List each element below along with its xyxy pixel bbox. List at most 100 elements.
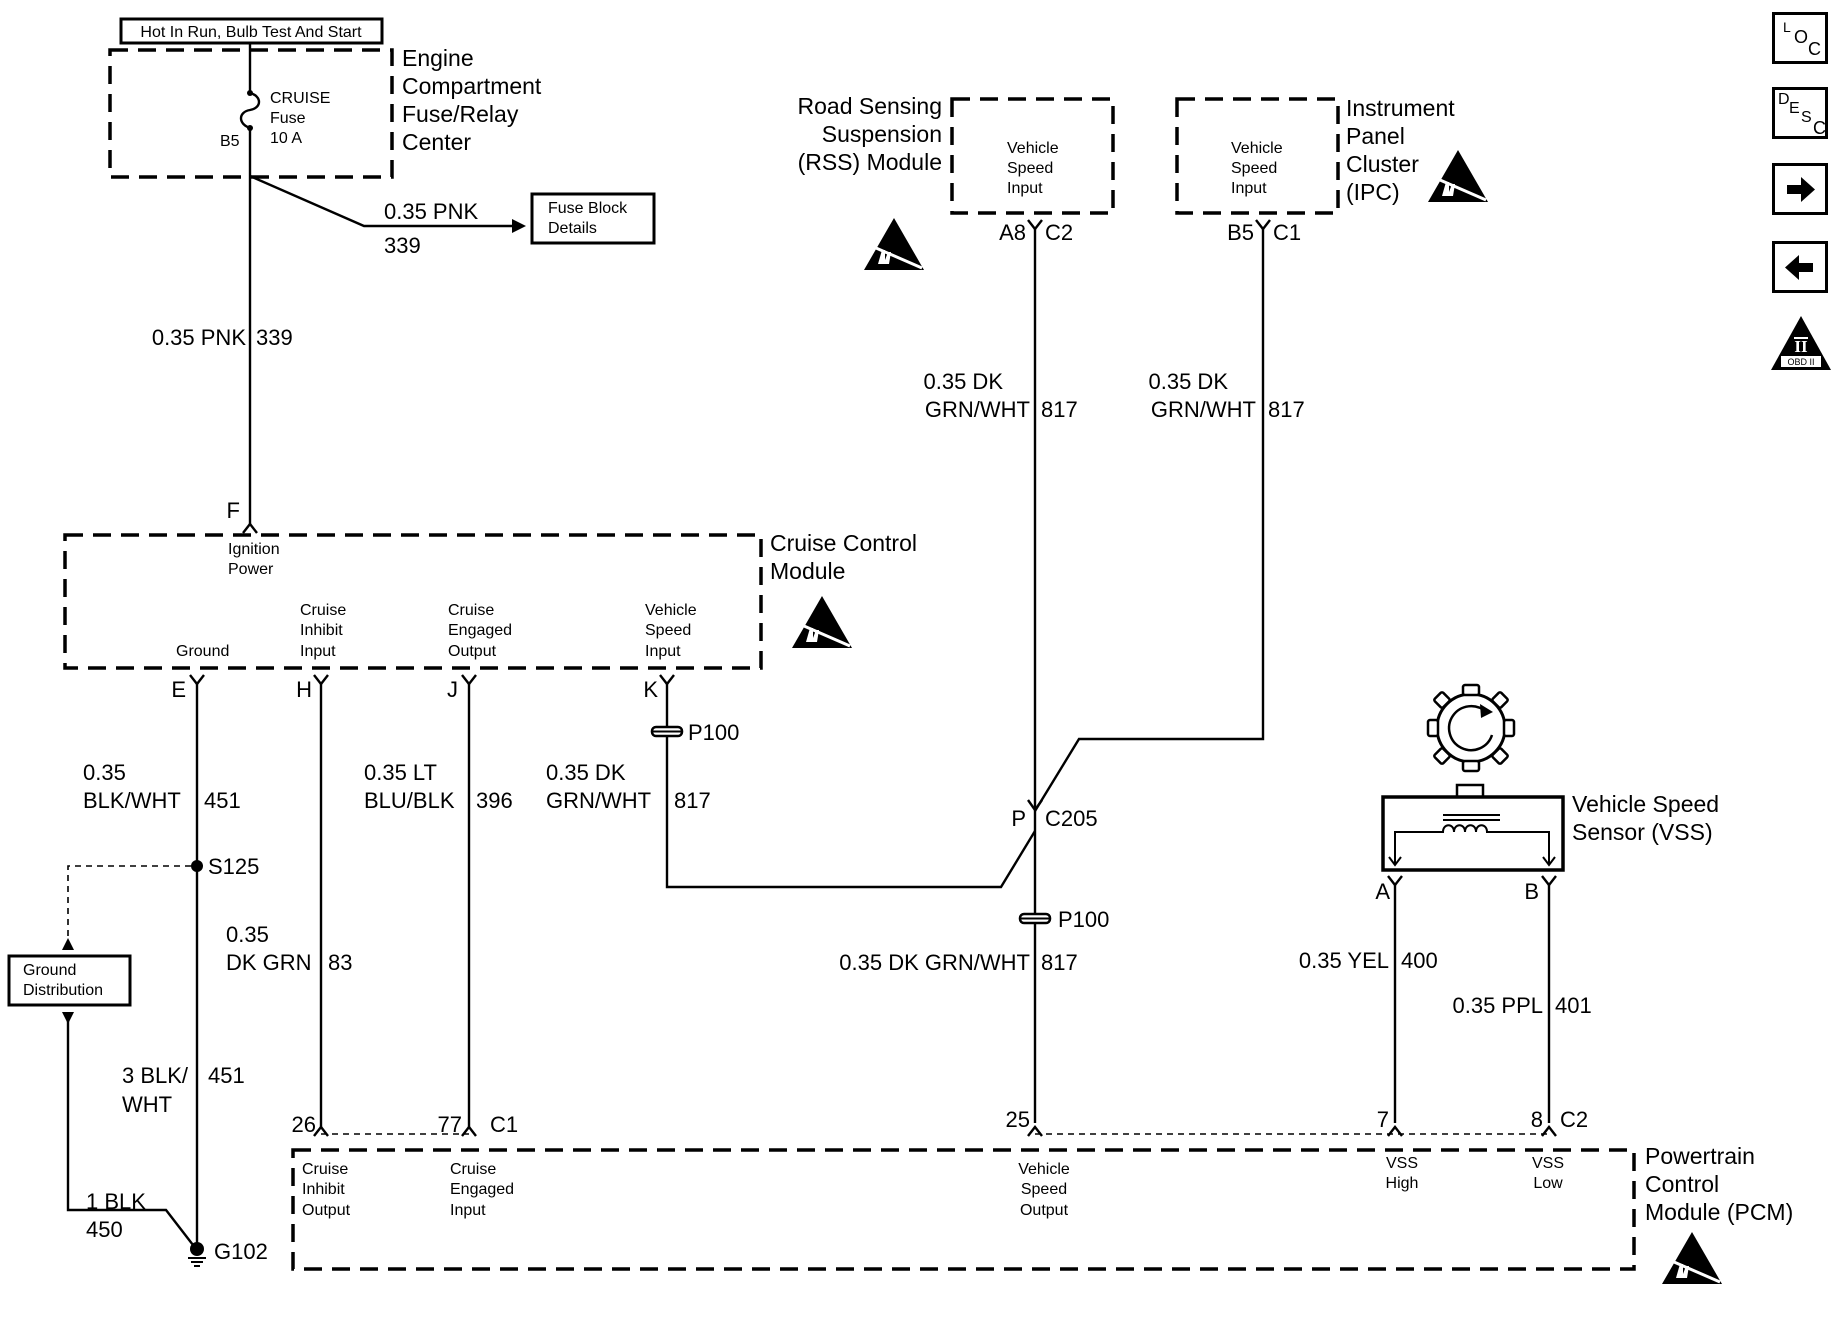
wire-450 — [66, 1020, 194, 1246]
fuse-block-details-link[interactable]: Fuse Block Details — [530, 192, 656, 245]
svg-text:GRN/WHT: GRN/WHT — [1151, 397, 1256, 422]
svg-text:Input: Input — [645, 643, 681, 660]
svg-text:Sensor (VSS): Sensor (VSS) — [1572, 819, 1713, 845]
svg-text:817: 817 — [674, 788, 711, 813]
svg-text:S125: S125 — [208, 854, 259, 879]
svg-text:Cruise: Cruise — [448, 602, 494, 619]
location-button[interactable]: L O C — [1772, 12, 1828, 64]
svg-text:(IPC): (IPC) — [1346, 179, 1400, 205]
rss-module-title: Road Sensing Suspension (RSS) Module — [798, 93, 943, 175]
svg-text:Output: Output — [448, 643, 497, 660]
pcm-title: Powertrain Control Module (PCM) — [1645, 1143, 1793, 1225]
svg-text:Panel: Panel — [1346, 123, 1405, 149]
wire-339-branch-circuit: 339 — [384, 233, 421, 258]
fuse-pin-b5: B5 — [220, 133, 240, 150]
wire-339-spec: 0.35 PNK — [152, 325, 246, 350]
svg-text:Control: Control — [1645, 1171, 1719, 1197]
previous-page-button[interactable] — [1772, 241, 1828, 293]
svg-text:Engine: Engine — [402, 45, 474, 71]
svg-text:Output: Output — [1020, 1202, 1069, 1219]
svg-text:E: E — [171, 677, 186, 702]
svg-text:C205: C205 — [1045, 806, 1098, 831]
svg-text:0.35 DK GRN/WHT: 0.35 DK GRN/WHT — [839, 950, 1030, 975]
svg-text:Cluster: Cluster — [1346, 151, 1419, 177]
svg-text:Ground: Ground — [176, 643, 229, 660]
svg-text:Input: Input — [1231, 180, 1267, 197]
pin-f-label: F — [227, 498, 240, 523]
obd-ii-badge[interactable]: II OBD II — [1771, 316, 1831, 370]
pin-b5-connector — [1255, 219, 1271, 231]
svg-text:BLU/BLK: BLU/BLK — [364, 788, 455, 813]
inline-connector-p100-upper — [650, 725, 684, 738]
svg-text:Output: Output — [302, 1202, 351, 1219]
svg-text:Distribution: Distribution — [23, 982, 103, 999]
svg-text:C2: C2 — [1045, 220, 1073, 245]
arrow-up-icon — [62, 938, 74, 950]
svg-text:BLK/WHT: BLK/WHT — [83, 788, 181, 813]
svg-text:Vehicle: Vehicle — [1018, 1161, 1070, 1178]
ipc-outline — [1175, 97, 1340, 215]
svg-text:Power: Power — [228, 561, 274, 578]
svg-text:Fuse Block: Fuse Block — [548, 200, 628, 217]
svg-text:II: II — [1794, 337, 1808, 356]
svg-text:8: 8 — [1531, 1107, 1543, 1132]
svg-text:Compartment: Compartment — [402, 73, 542, 99]
svg-text:VSS: VSS — [1532, 1155, 1564, 1172]
wire-339-circuit: 339 — [256, 325, 293, 350]
svg-text:Center: Center — [402, 129, 471, 155]
svg-text:A: A — [1375, 879, 1390, 904]
svg-text:Fuse/Relay: Fuse/Relay — [402, 101, 519, 127]
pin-j-connector: J — [447, 674, 477, 702]
svg-text:83: 83 — [328, 950, 352, 975]
svg-text:Module (PCM): Module (PCM) — [1645, 1199, 1793, 1225]
svg-text:P100: P100 — [1058, 907, 1109, 932]
ipc-title: Instrument Panel Cluster (IPC) — [1346, 95, 1455, 205]
svg-text:P: P — [1011, 806, 1026, 831]
svg-text:7: 7 — [1377, 1107, 1389, 1132]
svg-text:Road Sensing: Road Sensing — [798, 93, 943, 119]
svg-text:25: 25 — [1006, 1107, 1030, 1132]
svg-text:401: 401 — [1555, 993, 1592, 1018]
connector-c205 — [1027, 799, 1043, 813]
description-button[interactable]: D E S C — [1772, 87, 1828, 139]
svg-text:Module: Module — [770, 558, 845, 584]
svg-text:B5: B5 — [1227, 220, 1254, 245]
inline-connector-p100-lower — [1018, 912, 1052, 925]
svg-text:26: 26 — [292, 1112, 316, 1137]
svg-text:817: 817 — [1268, 397, 1305, 422]
pcm-pin-25: 25 — [1006, 1107, 1043, 1137]
fuse-center-title: Engine Compartment Fuse/Relay Center — [402, 45, 542, 155]
ground-distribution-link[interactable]: Ground Distribution — [7, 954, 132, 1007]
svg-text:Cruise: Cruise — [450, 1161, 496, 1178]
pin-a-connector — [1387, 875, 1403, 887]
svg-text:Engaged: Engaged — [448, 622, 512, 639]
pcm-pin-7: 7 — [1377, 1107, 1403, 1137]
obd-ii-icon: II OBD II — [1771, 316, 1831, 370]
svg-text:0.35 DK: 0.35 DK — [1149, 369, 1229, 394]
splice-s125 — [191, 860, 203, 872]
power-source-label: Hot In Run, Bulb Test And Start — [140, 24, 362, 41]
svg-text:Ignition: Ignition — [228, 541, 280, 558]
svg-text:0.35 DK: 0.35 DK — [924, 369, 1004, 394]
svg-text:GRN/WHT: GRN/WHT — [925, 397, 1030, 422]
svg-text:396: 396 — [476, 788, 513, 813]
svg-text:1 BLK: 1 BLK — [86, 1189, 146, 1214]
esd-warning-icon — [862, 216, 926, 272]
svg-text:451: 451 — [204, 788, 241, 813]
svg-text:H: H — [296, 677, 312, 702]
ground-g102-icon — [188, 1242, 206, 1267]
esd-warning-icon — [790, 594, 854, 650]
svg-text:Details: Details — [548, 220, 597, 237]
svg-text:Vehicle: Vehicle — [1007, 140, 1059, 157]
svg-text:GRN/WHT: GRN/WHT — [546, 788, 651, 813]
svg-text:400: 400 — [1401, 948, 1438, 973]
vss-title: Vehicle Speed Sensor (VSS) — [1572, 791, 1719, 845]
fuse-name: CRUISE — [270, 90, 330, 107]
svg-text:High: High — [1386, 1175, 1419, 1192]
pin-e-connector: E — [171, 674, 205, 702]
pin-b-connector — [1541, 875, 1557, 887]
next-page-button[interactable] — [1772, 163, 1828, 215]
ground-distribution-link-line — [67, 865, 191, 940]
svg-text:J: J — [447, 677, 458, 702]
